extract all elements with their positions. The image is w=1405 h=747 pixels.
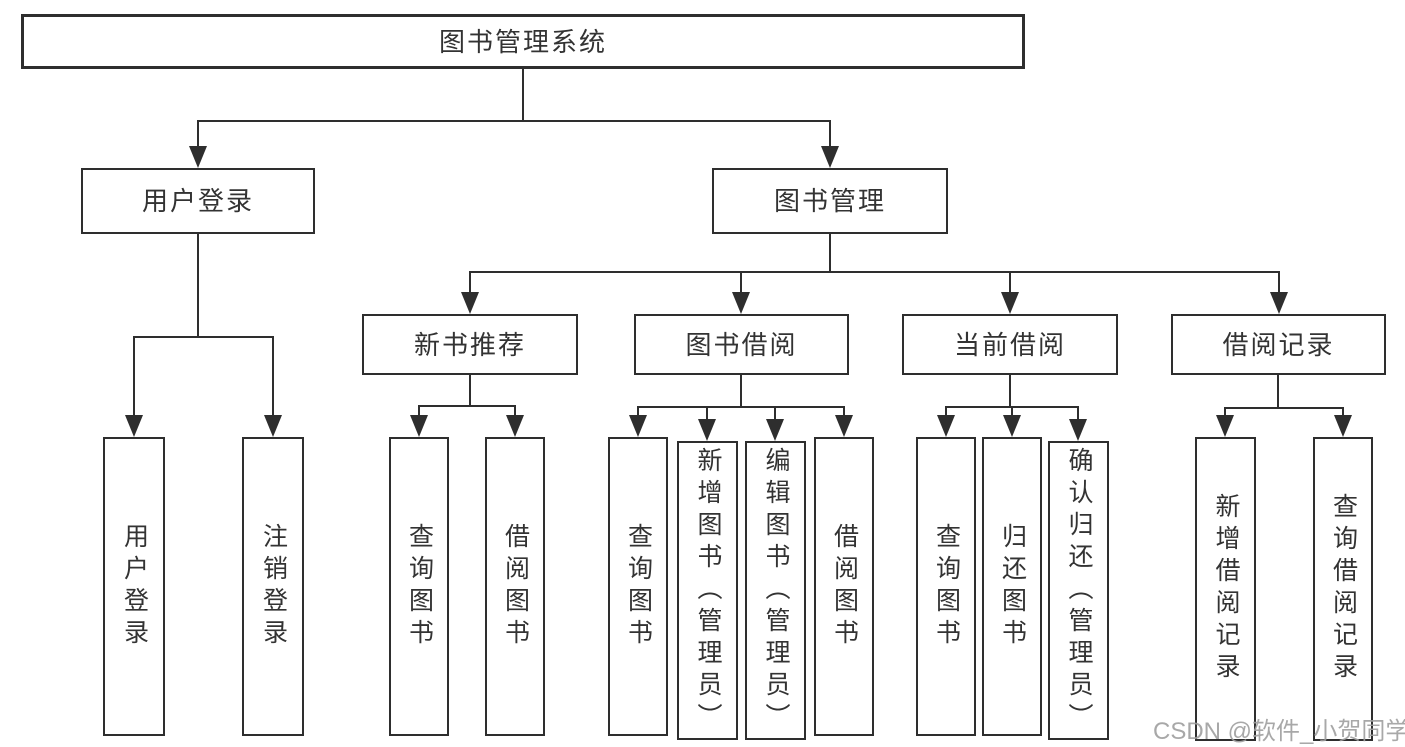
leaf-edit-books-admin: 编辑图书（管理员） — [745, 441, 806, 740]
arrow-down-icon — [506, 415, 524, 437]
leaf-query-books-current: 查询图书 — [916, 437, 976, 736]
node-user-login-label: 用户登录 — [141, 186, 254, 216]
leaf-logout: 注销登录 — [242, 437, 304, 736]
node-user-login: 用户登录 — [81, 168, 315, 234]
connector-line — [1224, 407, 1226, 416]
connector-line — [740, 271, 742, 293]
leaf-borrow-books-label: 借阅图书 — [830, 522, 859, 651]
connector-line — [1224, 407, 1344, 409]
node-borrow-records: 借阅记录 — [1171, 314, 1386, 375]
connector-line — [197, 120, 199, 148]
connector-line — [1011, 406, 1013, 416]
arrow-down-icon — [1001, 292, 1019, 314]
node-root-label: 图书管理系统 — [438, 26, 607, 57]
csdn-watermark: CSDN @软件_小贺同学 — [1153, 718, 1405, 745]
connector-line — [197, 120, 831, 122]
connector-line — [522, 69, 524, 120]
leaf-borrow-books-recommend-label: 借阅图书 — [501, 522, 530, 651]
arrow-down-icon — [835, 415, 853, 437]
connector-line — [637, 406, 639, 416]
arrow-down-icon — [937, 415, 955, 437]
connector-line — [197, 234, 199, 336]
connector-line — [469, 271, 471, 293]
connector-line — [843, 406, 845, 416]
node-book-borrow: 图书借阅 — [634, 314, 849, 375]
node-book-management-label: 图书管理 — [773, 186, 886, 216]
node-new-book-recommend: 新书推荐 — [362, 314, 578, 375]
node-borrow-records-label: 借阅记录 — [1222, 329, 1335, 360]
arrow-down-icon — [410, 415, 428, 437]
connector-line — [1009, 375, 1011, 406]
connector-line — [514, 405, 516, 417]
leaf-user-login-label: 用户登录 — [120, 522, 149, 651]
connector-line — [133, 336, 274, 338]
node-book-management: 图书管理 — [712, 168, 948, 234]
connector-line — [829, 234, 831, 271]
arrow-down-icon — [1334, 415, 1352, 437]
leaf-query-books-current-label: 查询图书 — [932, 522, 961, 651]
leaf-add-borrow-record-label: 新增借阅记录 — [1212, 493, 1240, 685]
leaf-return-books: 归还图书 — [982, 437, 1042, 736]
arrow-down-icon — [766, 419, 784, 441]
connector-line — [1009, 271, 1011, 293]
arrow-down-icon — [125, 415, 143, 437]
leaf-query-books-borrow-label: 查询图书 — [624, 522, 653, 651]
connector-line — [469, 375, 471, 405]
leaf-query-books-recommend: 查询图书 — [389, 437, 449, 736]
connector-line — [637, 406, 845, 408]
leaf-query-books-recommend-label: 查询图书 — [405, 522, 434, 651]
leaf-add-books-admin: 新增图书（管理员） — [677, 441, 738, 740]
arrow-down-icon — [189, 146, 207, 168]
leaf-add-books-admin-label: 新增图书（管理员） — [694, 446, 722, 735]
arrow-down-icon — [1003, 415, 1021, 437]
arrow-down-icon — [821, 146, 839, 168]
arrow-down-icon — [264, 415, 282, 437]
connector-line — [774, 406, 776, 420]
connector-line — [1077, 406, 1079, 420]
leaf-return-books-label: 归还图书 — [998, 522, 1027, 651]
leaf-query-books-borrow: 查询图书 — [608, 437, 668, 736]
node-current-borrow: 当前借阅 — [902, 314, 1118, 375]
connector-line — [945, 406, 947, 416]
connector-line — [1278, 271, 1280, 293]
connector-line — [418, 405, 516, 407]
arrow-down-icon — [629, 415, 647, 437]
connector-line — [272, 336, 274, 416]
leaf-borrow-books-recommend: 借阅图书 — [485, 437, 545, 736]
leaf-query-borrow-record-label: 查询借阅记录 — [1329, 493, 1358, 685]
arrow-down-icon — [1069, 419, 1087, 441]
leaf-confirm-return-admin-label: 确认归还（管理员） — [1065, 446, 1093, 735]
connector-line — [1342, 407, 1344, 416]
node-new-book-recommend-label: 新书推荐 — [413, 329, 526, 360]
leaf-edit-books-admin-label: 编辑图书（管理员） — [762, 446, 790, 735]
leaf-user-login: 用户登录 — [103, 437, 165, 736]
node-root: 图书管理系统 — [21, 14, 1025, 69]
arrow-down-icon — [698, 419, 716, 441]
connector-line — [418, 405, 420, 417]
connector-line — [469, 271, 1280, 273]
node-current-borrow-label: 当前借阅 — [953, 329, 1066, 360]
connector-line — [829, 120, 831, 148]
arrow-down-icon — [1270, 292, 1288, 314]
node-book-borrow-label: 图书借阅 — [685, 329, 798, 360]
leaf-query-borrow-record: 查询借阅记录 — [1313, 437, 1373, 741]
connector-line — [740, 375, 742, 406]
connector-line — [1277, 375, 1279, 407]
leaf-logout-label: 注销登录 — [259, 522, 288, 651]
leaf-borrow-books: 借阅图书 — [814, 437, 874, 736]
leaf-confirm-return-admin: 确认归还（管理员） — [1048, 441, 1109, 740]
connector-line — [133, 336, 135, 416]
connector-line — [706, 406, 708, 420]
arrow-down-icon — [1216, 415, 1234, 437]
arrow-down-icon — [732, 292, 750, 314]
arrow-down-icon — [461, 292, 479, 314]
leaf-add-borrow-record: 新增借阅记录 — [1195, 437, 1256, 741]
